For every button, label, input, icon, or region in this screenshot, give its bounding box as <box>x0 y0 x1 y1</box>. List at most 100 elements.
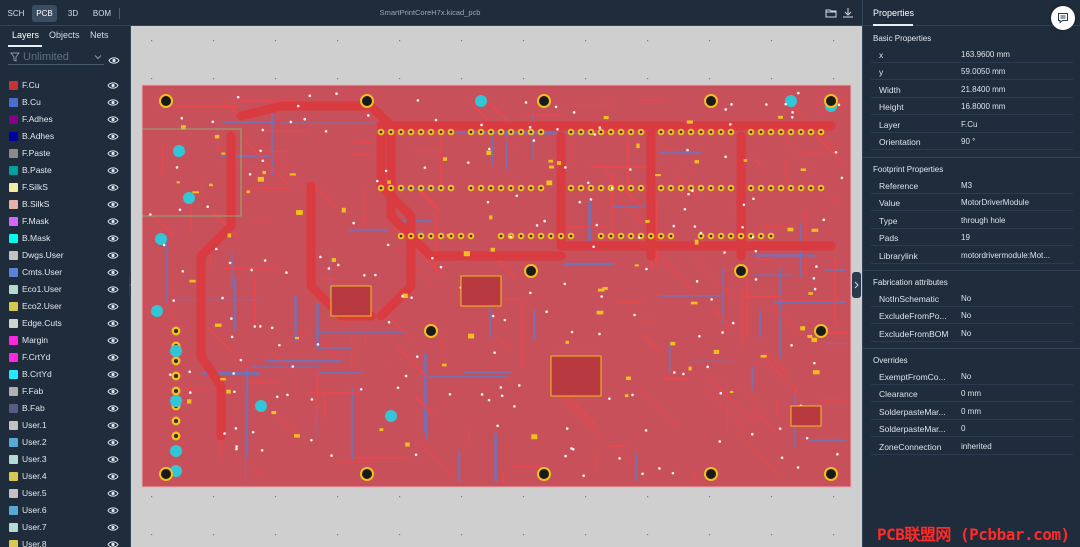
eye-icon[interactable] <box>107 149 119 158</box>
layer-row-b-mask[interactable]: B.Mask <box>0 230 130 247</box>
layer-row-b-adhes[interactable]: B.Adhes <box>0 128 130 145</box>
folder-open-icon[interactable] <box>825 7 837 19</box>
eye-icon[interactable] <box>107 421 119 430</box>
property-value[interactable]: inherited <box>961 441 992 451</box>
layer-row-f-fab[interactable]: F.Fab <box>0 383 130 400</box>
property-value[interactable]: F.Cu <box>961 119 978 129</box>
eye-icon[interactable] <box>107 81 119 90</box>
tab-bom[interactable]: BOM <box>92 9 112 18</box>
property-value[interactable]: motordrivermodule:Mot... <box>961 250 1050 260</box>
eye-icon[interactable] <box>107 200 119 209</box>
property-value[interactable]: 59.0050 mm <box>961 67 1006 77</box>
layer-row-b-fab[interactable]: B.Fab <box>0 400 130 417</box>
layer-row-dwgs-user[interactable]: Dwgs.User <box>0 247 130 264</box>
layer-row-f-mask[interactable]: F.Mask <box>0 213 130 230</box>
layer-color-swatch[interactable] <box>9 489 18 498</box>
layer-color-swatch[interactable] <box>9 251 18 260</box>
eye-icon[interactable] <box>107 455 119 464</box>
eye-icon[interactable] <box>107 166 119 175</box>
layer-color-swatch[interactable] <box>9 132 18 141</box>
property-value[interactable]: No <box>961 328 972 338</box>
pcb-board[interactable] <box>131 26 862 547</box>
layer-row-edge-cuts[interactable]: Edge.Cuts <box>0 315 130 332</box>
layer-row-b-crtyd[interactable]: B.CrtYd <box>0 366 130 383</box>
eye-icon[interactable] <box>107 302 119 311</box>
layer-row-f-crtyd[interactable]: F.CrtYd <box>0 349 130 366</box>
layer-color-swatch[interactable] <box>9 387 18 396</box>
layer-row-user-2[interactable]: User.2 <box>0 434 130 451</box>
layer-row-user-6[interactable]: User.6 <box>0 502 130 519</box>
layer-row-b-silks[interactable]: B.SilkS <box>0 196 130 213</box>
property-value[interactable]: M3 <box>961 181 973 190</box>
layer-color-swatch[interactable] <box>9 319 18 328</box>
tab-sch[interactable]: SCH <box>7 9 25 18</box>
property-value[interactable]: No <box>961 294 972 303</box>
layer-color-swatch[interactable] <box>9 234 18 243</box>
tab-layers[interactable]: Layers <box>12 30 40 40</box>
property-row[interactable]: SolderpasteMar...0 <box>871 420 1073 438</box>
property-value[interactable]: 0 mm <box>961 389 981 399</box>
property-value[interactable]: 90 ° <box>961 137 976 146</box>
property-row[interactable]: SolderpasteMar...0 mm <box>871 403 1073 420</box>
eye-icon[interactable] <box>107 132 119 141</box>
layer-color-swatch[interactable] <box>9 200 18 209</box>
eye-icon[interactable] <box>107 404 119 413</box>
layer-row-margin[interactable]: Margin <box>0 332 130 349</box>
tab-3d[interactable]: 3D <box>67 9 79 18</box>
property-value[interactable]: MotorDriverModule <box>961 198 1030 208</box>
property-value[interactable]: 21.8400 mm <box>961 84 1006 94</box>
layer-color-swatch[interactable] <box>9 421 18 430</box>
layer-color-swatch[interactable] <box>9 268 18 277</box>
property-value[interactable]: 0 mm <box>961 406 981 416</box>
eye-icon[interactable] <box>108 56 120 65</box>
layer-row-b-paste[interactable]: B.Paste <box>0 162 130 179</box>
property-value[interactable]: through hole <box>961 215 1006 225</box>
eye-icon[interactable] <box>107 251 119 260</box>
layer-filter-select[interactable]: Unlimited <box>8 50 104 65</box>
eye-icon[interactable] <box>107 183 119 192</box>
eye-icon[interactable] <box>107 285 119 294</box>
layer-color-swatch[interactable] <box>9 217 18 226</box>
layer-row-b-cu[interactable]: B.Cu <box>0 94 130 111</box>
eye-icon[interactable] <box>107 234 119 243</box>
layer-row-user-8[interactable]: User.8 <box>0 536 130 547</box>
property-value[interactable]: No <box>961 311 972 321</box>
layer-color-swatch[interactable] <box>9 166 18 175</box>
layer-row-user-1[interactable]: User.1 <box>0 417 130 434</box>
eye-icon[interactable] <box>107 98 119 107</box>
layer-row-user-5[interactable]: User.5 <box>0 485 130 502</box>
layer-row-user-4[interactable]: User.4 <box>0 468 130 485</box>
property-value[interactable]: 0 <box>961 424 966 434</box>
layer-row-f-cu[interactable]: F.Cu <box>0 77 130 94</box>
eye-icon[interactable] <box>107 217 119 226</box>
property-row[interactable]: ExemptFromCo...No <box>871 368 1073 385</box>
layer-color-swatch[interactable] <box>9 404 18 413</box>
collapse-right-panel-button[interactable] <box>852 272 861 298</box>
layer-color-swatch[interactable] <box>9 455 18 464</box>
layer-row-f-silks[interactable]: F.SilkS <box>0 179 130 196</box>
layer-row-eco1-user[interactable]: Eco1.User <box>0 281 130 298</box>
layer-color-swatch[interactable] <box>9 336 18 345</box>
property-value[interactable]: 16.8000 mm <box>961 102 1006 112</box>
layer-row-f-paste[interactable]: F.Paste <box>0 145 130 162</box>
eye-icon[interactable] <box>107 523 119 532</box>
eye-icon[interactable] <box>107 115 119 124</box>
layer-row-user-7[interactable]: User.7 <box>0 519 130 536</box>
eye-icon[interactable] <box>107 472 119 481</box>
layer-color-swatch[interactable] <box>9 302 18 311</box>
layer-color-swatch[interactable] <box>9 438 18 447</box>
property-row[interactable]: ExcludeFromPo...No <box>871 307 1073 325</box>
layer-row-user-3[interactable]: User.3 <box>0 451 130 468</box>
layer-color-swatch[interactable] <box>9 115 18 124</box>
chat-button[interactable] <box>1051 6 1075 30</box>
eye-icon[interactable] <box>107 268 119 277</box>
